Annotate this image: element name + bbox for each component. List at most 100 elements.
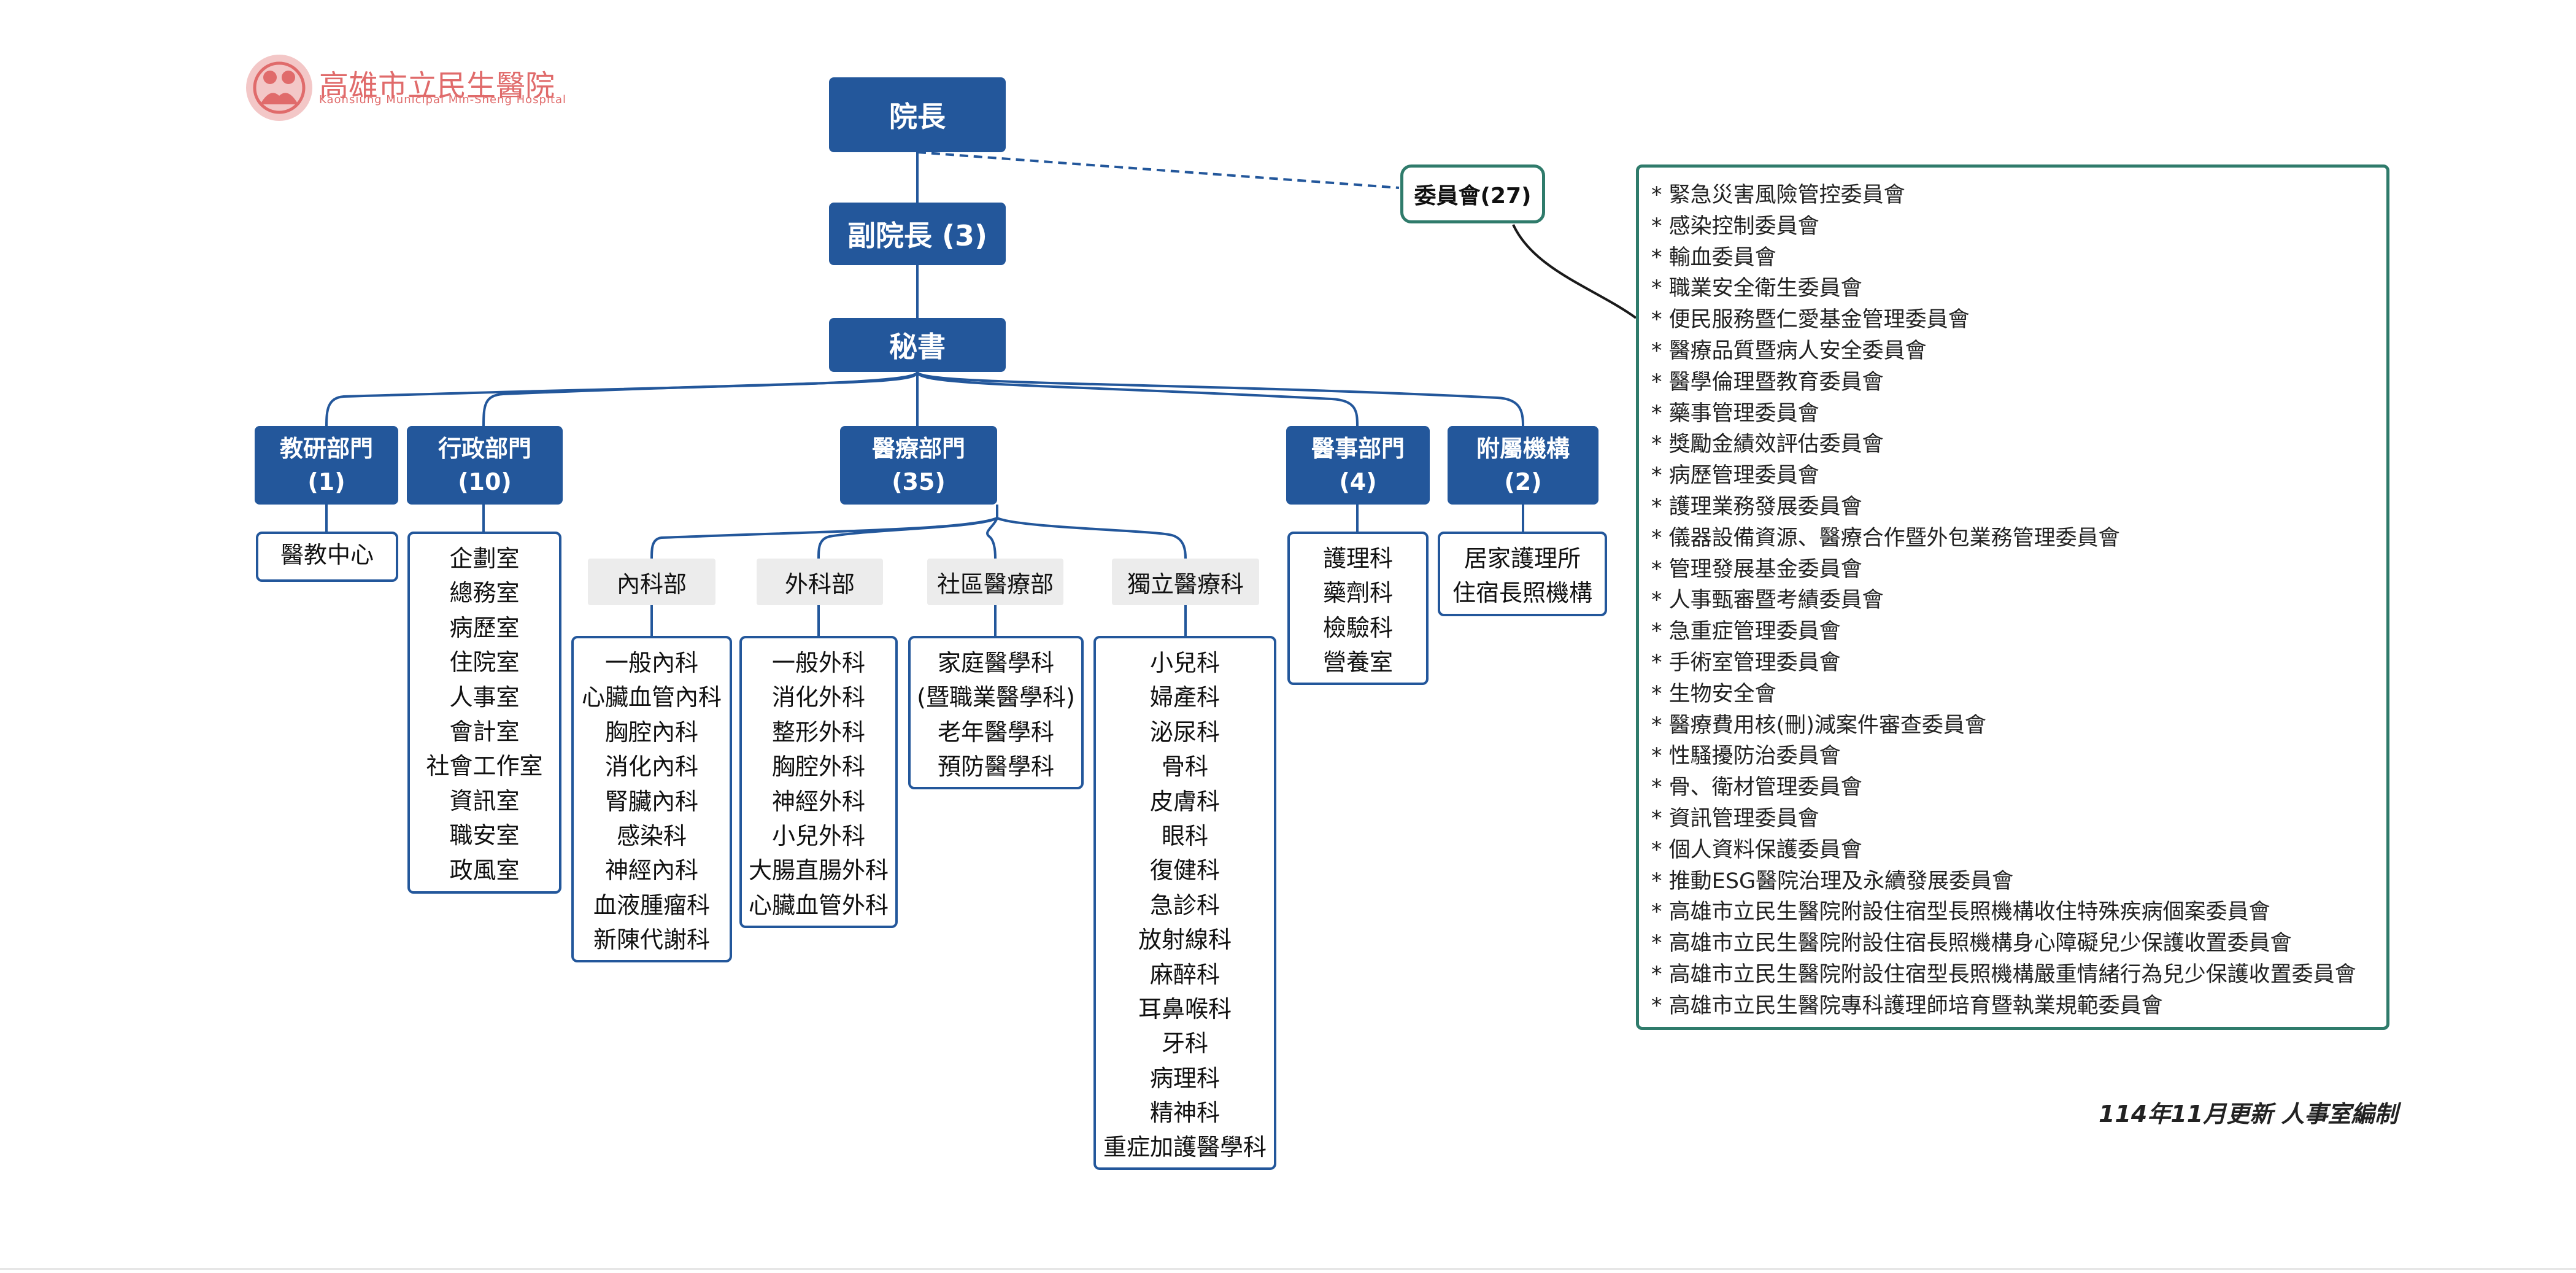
dept-medical: 醫療部門 (35): [840, 426, 997, 505]
community-medicine-unit: (暨職業醫學科): [917, 684, 1075, 711]
committee-item: * 緊急災害風險管控委員會: [1651, 183, 1905, 207]
med-affairs-unit: 護理科: [1322, 545, 1393, 572]
committee-item: * 高雄市立民生醫院附設住宿型長照機構收住特殊疾病個案委員會: [1651, 900, 2270, 925]
committee-item: * 輸血委員會: [1651, 245, 1776, 270]
dept-admin: 行政部門 (10): [407, 426, 563, 505]
admin-unit: 會計室: [449, 718, 520, 745]
secretary-title: 秘書: [889, 330, 946, 363]
independent-department-unit: 小兒科: [1149, 649, 1220, 676]
independent-department-unit: 牙科: [1161, 1030, 1208, 1058]
committee-label-box: 委員會(27): [1400, 164, 1545, 223]
committee-item: * 高雄市立民生醫院專科護理師培育暨執業規範委員會: [1651, 993, 2163, 1018]
committee-item: * 獎勵金績效評估委員會: [1651, 432, 1884, 457]
president-box: 院長: [829, 77, 1006, 152]
admin-unit: 總務室: [449, 579, 520, 607]
med-affairs-unit: 營養室: [1322, 649, 1393, 676]
dept-research: 教研部門 (1): [255, 426, 398, 505]
subdivision-surgery: 外科部: [757, 559, 883, 605]
committee-item: * 骨、衛材管理委員會: [1651, 775, 1862, 800]
surgery-unit: 心臟血管外科: [748, 891, 889, 919]
internal-medicine-unit: 血液腫瘤科: [593, 891, 710, 919]
affiliated-unit: 居家護理所: [1463, 545, 1581, 572]
dept-research-name: 教研部門: [279, 435, 373, 462]
independent-department-unit: 病理科: [1149, 1064, 1220, 1092]
surgery-unit: 胸腔外科: [771, 753, 865, 781]
community-medicine-unit: 老年醫學科: [937, 718, 1054, 746]
surgery-unit: 一般外科: [771, 649, 865, 676]
committee-item: * 人事甄審暨考績委員會: [1651, 588, 1884, 613]
committee-item: * 職業安全衛生委員會: [1651, 276, 1862, 301]
internal-medicine-unit-list: 一般內科 心臟血管內科 胸腔內科 消化內科 腎臟內科 感染科 神經內科 血液腫瘤…: [571, 636, 732, 962]
independent-department-unit: 眼科: [1161, 822, 1208, 849]
hospital-logo: [246, 55, 312, 121]
surgery-unit: 小兒外科: [771, 822, 865, 849]
dept-admin-count: (10): [458, 468, 512, 495]
committee-item: * 高雄市立民生醫院附設住宿型長照機構嚴重情緒行為兒少保護收置委員會: [1651, 962, 2356, 987]
surgery-unit-list: 一般外科 消化外科 整形外科 胸腔外科 神經外科 小兒外科 大腸直腸外科 心臟血…: [739, 636, 898, 928]
surgery-unit: 整形外科: [771, 718, 865, 746]
committee-item: * 高雄市立民生醫院附設住宿長照機構身心障礙兒少保護收置委員會: [1651, 931, 2292, 956]
community-medicine-unit: 家庭醫學科: [937, 649, 1054, 676]
independent-department-unit: 婦產科: [1149, 684, 1220, 711]
internal-medicine-unit: 神經內科: [604, 857, 698, 884]
admin-unit: 企劃室: [449, 545, 520, 572]
independent-department-unit: 骨科: [1161, 753, 1208, 781]
subdivision-community-medicine: 社區醫療部: [927, 559, 1063, 605]
med-affairs-unit: 藥劑科: [1322, 579, 1393, 607]
independent-department-unit: 復健科: [1149, 857, 1220, 884]
dept-affiliated: 附屬機構 (2): [1448, 426, 1598, 505]
dept-med-affairs-name: 醫事部門: [1311, 435, 1405, 462]
dept-medical-count: (35): [892, 468, 946, 495]
admin-unit-list: 企劃室 總務室 病歷室 住院室 人事室 會計室 社會工作室 資訊室 職安室 政風…: [407, 532, 561, 894]
committee-item: * 管理發展基金委員會: [1651, 557, 1862, 582]
committee-item: * 手術室管理委員會: [1651, 650, 1841, 675]
committee-item: * 醫學倫理暨教育委員會: [1651, 370, 1884, 395]
committee-item: * 藥事管理委員會: [1651, 401, 1819, 426]
committee-item: * 生物安全會: [1651, 681, 1776, 706]
internal-medicine-unit: 一般內科: [604, 649, 698, 676]
admin-unit: 病歷室: [449, 614, 520, 641]
independent-department-unit: 皮膚科: [1149, 787, 1220, 815]
internal-medicine-unit: 新陳代謝科: [593, 926, 710, 954]
internal-medicine-unit: 腎臟內科: [604, 787, 698, 815]
committee-item: * 推動ESG醫院治理及永續發展委員會: [1651, 869, 2014, 894]
vice-president-box: 副院長 (3): [829, 203, 1006, 265]
admin-unit: 住院室: [449, 649, 520, 676]
affiliated-unit: 住宿長照機構: [1452, 579, 1592, 607]
internal-medicine-unit: 感染科: [616, 822, 687, 849]
committee-item: * 病歷管理委員會: [1651, 463, 1819, 489]
independent-department-unit: 麻醉科: [1149, 961, 1220, 988]
committee-item: * 醫療品質暨病人安全委員會: [1651, 338, 1927, 363]
footer-note: 114年11月更新 人事室編制: [2099, 1101, 2398, 1128]
admin-unit: 職安室: [449, 822, 520, 849]
community-medicine-unit-list: 家庭醫學科 (暨職業醫學科) 老年醫學科 預防醫學科: [908, 636, 1084, 789]
med-affairs-unit: 檢驗科: [1322, 614, 1393, 641]
vice-president-title: 副院長 (3): [847, 219, 988, 252]
subdivision-name: 獨立醫療科: [1127, 570, 1244, 598]
dept-research-count: (1): [307, 468, 345, 495]
subdivision-independent-departments: 獨立醫療科: [1112, 559, 1259, 605]
committee-item: * 個人資料保護委員會: [1651, 837, 1862, 862]
president-title: 院長: [889, 100, 946, 133]
committee-item: * 便民服務暨仁愛基金管理委員會: [1651, 308, 1970, 333]
surgery-unit: 神經外科: [771, 787, 865, 815]
committee-item: * 資訊管理委員會: [1651, 806, 1819, 831]
research-unit-list: 醫教中心: [256, 532, 398, 582]
internal-medicine-unit: 消化內科: [604, 753, 698, 781]
dept-med-affairs: 醫事部門 (4): [1286, 426, 1430, 505]
research-unit: 醫教中心: [280, 541, 374, 568]
committee-item: * 醫療費用核(刪)減案件審查委員會: [1651, 713, 1986, 738]
surgery-unit: 消化外科: [771, 684, 865, 711]
secretary-box: 秘書: [829, 318, 1006, 372]
admin-unit: 社會工作室: [426, 753, 543, 780]
surgery-unit: 大腸直腸外科: [748, 857, 889, 884]
independent-department-unit: 泌尿科: [1149, 718, 1220, 746]
affiliated-unit-list: 居家護理所 住宿長照機構: [1438, 532, 1607, 616]
logo-name-cn: 高雄市立民生醫院: [319, 69, 555, 103]
independent-department-unit: 耳鼻喉科: [1138, 995, 1232, 1023]
subdivision-name: 社區醫療部: [936, 570, 1054, 598]
internal-medicine-unit: 心臟血管內科: [581, 684, 722, 711]
committee-item: * 感染控制委員會: [1651, 214, 1819, 239]
admin-unit: 人事室: [449, 683, 520, 711]
